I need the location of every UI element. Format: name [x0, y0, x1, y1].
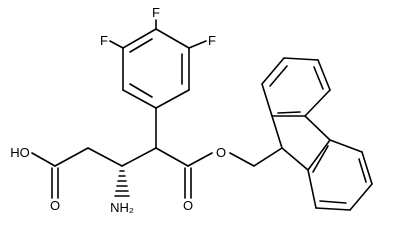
ring-bond: [122, 28, 157, 49]
upper-ring-bond: [317, 59, 331, 91]
trifluorophenyl-ring: [122, 28, 190, 109]
atom-label-f-right: F: [208, 33, 216, 48]
bond-o-ch2: [229, 152, 255, 167]
lower-ring-bond: [349, 183, 373, 211]
lower-ring-double-bond: [358, 158, 367, 183]
five-ring-bond: [271, 115, 283, 149]
fluorenyl-group: [261, 57, 373, 211]
ring-bond: [155, 89, 190, 109]
upper-ring-double-bond: [277, 111, 301, 114]
bond-c-oh: [31, 152, 56, 167]
bond-ch-ester-c: [155, 147, 189, 167]
lower-ring-double-bond: [319, 200, 347, 204]
upper-ring-bond: [283, 57, 319, 61]
lower-ring-double-bond: [312, 145, 329, 173]
bond-ch2-c9: [253, 147, 283, 167]
atom-label-ester-o: O: [216, 145, 226, 160]
stereo-hash-bond: [114, 170, 130, 197]
five-ring-bond: [281, 147, 309, 171]
bond-ch2-cooh: [54, 147, 89, 167]
bond-ch-c3: [121, 147, 157, 167]
atom-label-ester-carbonyl-o: O: [183, 198, 193, 213]
upper-ring-double-bond: [313, 66, 324, 90]
upper-ring-bond: [261, 57, 285, 85]
ring-double-bond: [129, 38, 153, 53]
upper-ring-bond: [261, 83, 273, 117]
ring-bond: [122, 89, 157, 109]
atom-label-hydroxyl: HO: [10, 145, 30, 160]
ring-bond: [155, 28, 190, 49]
five-ring-bond: [307, 139, 331, 171]
upper-ring-bond: [304, 89, 331, 117]
atom-label-amine: NH₂: [110, 200, 134, 215]
bond-ester-c-o: [187, 152, 213, 167]
atom-label-acid-carbonyl-o: O: [50, 198, 60, 213]
lower-ring-bond: [307, 169, 317, 209]
lower-ring-bond: [361, 151, 373, 185]
five-ring-bond: [304, 115, 331, 141]
bond-c-f-right: [188, 40, 207, 49]
bond-c3-ch2: [87, 147, 123, 167]
lower-ring-bond: [315, 207, 351, 211]
atom-label-f-top: F: [152, 5, 160, 20]
lower-ring-bond: [329, 139, 363, 153]
ring-double-bond: [129, 83, 153, 98]
atom-label-f-left: F: [100, 33, 108, 48]
bond-c-f-left: [109, 40, 124, 49]
upper-ring-double-bond: [269, 65, 288, 87]
